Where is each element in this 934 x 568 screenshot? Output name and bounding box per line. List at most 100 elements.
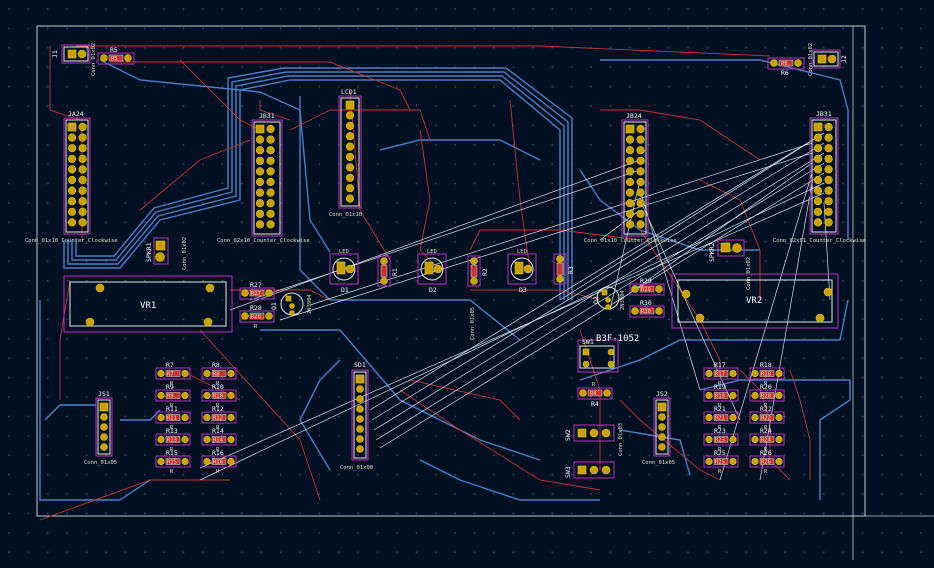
pin-pad[interactable] (636, 209, 645, 218)
connector-jb24[interactable]: JB24 Conn_01x10_Counter_Clockwise (584, 112, 677, 244)
resistor-r28[interactable]: R28 R28 R (239, 304, 275, 330)
pin-pad[interactable] (67, 207, 77, 216)
connector-j1[interactable]: J1 Conn_01x02 (51, 43, 97, 76)
pin-pad[interactable] (78, 165, 87, 174)
pin-pad[interactable] (625, 156, 635, 165)
pin-pad[interactable] (67, 175, 77, 185)
pin-pad[interactable] (255, 135, 265, 144)
pin-pad[interactable] (345, 132, 355, 141)
resistor-r1[interactable]: R1 (377, 255, 399, 287)
pin-pad[interactable] (636, 135, 645, 144)
led-d1[interactable]: LED D1 (329, 249, 359, 294)
pin-pad[interactable] (78, 186, 87, 195)
switch-sw1[interactable]: SW1 B3F-1052 (577, 334, 639, 373)
pin-pad[interactable] (67, 197, 77, 206)
pin-pad[interactable] (636, 124, 645, 134)
pin-pad[interactable] (255, 199, 265, 208)
pin-pad[interactable] (813, 207, 823, 216)
pin-pad[interactable] (67, 144, 77, 153)
resistor-r27[interactable]: R27 R27 (239, 281, 275, 300)
pin-pad[interactable] (824, 186, 833, 195)
pin-pad[interactable] (345, 121, 355, 130)
pin-pad[interactable] (266, 220, 275, 229)
connector-jb31-left[interactable]: JB31 Conn_02x10_Counter_Clockwise (217, 112, 310, 244)
pin-pad[interactable] (78, 122, 87, 132)
connector-lcd1[interactable]: LCD1 Conn_01x10 (329, 88, 362, 218)
pin-pad[interactable] (255, 146, 265, 155)
potentiometer-vr1[interactable]: VR1 (63, 275, 233, 333)
pin-pad[interactable] (78, 175, 87, 185)
switch-sw3[interactable]: SW3 (564, 461, 615, 479)
pin-pad[interactable] (813, 186, 823, 195)
pin-pad[interactable] (345, 111, 355, 120)
transistor-q1[interactable]: Q1 2N3904 (270, 292, 313, 316)
pin-pad[interactable] (266, 209, 275, 218)
pin-pad[interactable] (625, 199, 635, 208)
pin-pad[interactable] (67, 218, 77, 227)
pin-pad[interactable] (813, 218, 823, 227)
pin-pad[interactable] (625, 209, 635, 218)
pin-pad[interactable] (78, 133, 87, 142)
pin-pad[interactable] (625, 188, 635, 197)
pin-pad[interactable] (636, 167, 645, 176)
pin-pad[interactable] (255, 177, 265, 187)
pin-pad[interactable] (813, 154, 823, 163)
pin-pad-square[interactable] (625, 124, 635, 134)
pin-pad[interactable] (824, 197, 833, 206)
pin-pad[interactable] (625, 135, 635, 144)
pin-pad[interactable] (67, 154, 77, 163)
resistor-r3[interactable]: R3 (553, 253, 575, 285)
pin-pad[interactable] (266, 156, 275, 165)
pin-pad[interactable] (636, 188, 645, 197)
pin-pad[interactable] (813, 165, 823, 174)
transistor-q2[interactable]: Q2 2N3904 (592, 286, 626, 310)
connector-sd1[interactable]: SD1 Conn_01x08 (340, 361, 373, 471)
connector-js2[interactable]: JS2 Conn_01x05 (642, 390, 675, 466)
resistor-r29[interactable]: R29 R29 (629, 277, 665, 296)
pin-pad[interactable] (824, 165, 833, 174)
pin-pad[interactable] (67, 165, 77, 174)
resistor-r2[interactable]: R2 (467, 255, 489, 287)
pin-pad[interactable] (636, 220, 645, 229)
pin-pad[interactable] (266, 124, 275, 134)
pin-pad[interactable] (824, 144, 833, 153)
pin-pad[interactable] (824, 218, 833, 227)
pin-pad[interactable] (824, 175, 833, 185)
pin-pad[interactable] (78, 154, 87, 163)
pin-pad[interactable] (625, 220, 635, 229)
connector-jb31-right[interactable]: JB31 Conn_02x01_Counter_Clockwise (773, 110, 866, 244)
pin-pad[interactable] (813, 133, 823, 142)
pin-pad[interactable] (78, 218, 87, 227)
resistor-r6[interactable]: R6 R6 (767, 57, 805, 77)
pin-pad[interactable] (266, 177, 275, 187)
pin-pad[interactable] (345, 142, 355, 151)
pin-pad[interactable] (625, 146, 635, 155)
pin-pad[interactable] (67, 133, 77, 142)
potentiometer-vr2[interactable]: VR2 (671, 273, 839, 329)
pin-pad[interactable] (636, 177, 645, 187)
pin-pad[interactable] (625, 167, 635, 176)
pin-pad[interactable] (345, 152, 355, 162)
connector-js1[interactable]: JS1 Conn_01x05 (84, 390, 117, 466)
pin-pad[interactable] (636, 156, 645, 165)
pin-pad[interactable] (636, 199, 645, 208)
pin-pad[interactable] (266, 146, 275, 155)
pin-pad[interactable] (813, 175, 823, 185)
pin-pad[interactable] (67, 186, 77, 195)
pin-pad-square[interactable] (345, 100, 355, 110)
pin-pad-square[interactable] (255, 124, 265, 134)
